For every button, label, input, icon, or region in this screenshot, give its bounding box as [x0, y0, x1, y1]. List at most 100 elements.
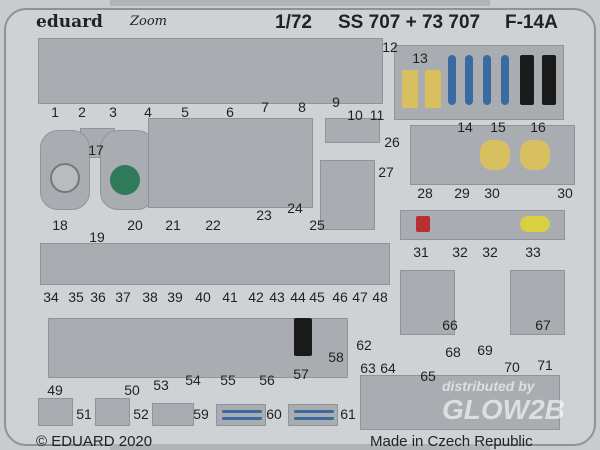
part-number-label: 1 [51, 104, 59, 120]
part-number-label: 50 [124, 382, 140, 398]
part-number-label: 32 [452, 244, 468, 260]
part-number-label: 68 [445, 344, 461, 360]
part-number-label: 30 [484, 185, 500, 201]
part-number-label: 54 [185, 372, 201, 388]
part-51-panel [38, 398, 73, 426]
belt-panel [394, 45, 564, 120]
part-number-label: 52 [133, 406, 149, 422]
part-number-label: 65 [420, 368, 436, 384]
part-number-label: 38 [142, 289, 158, 305]
part-number-label: 24 [287, 200, 303, 216]
part-number-label: 11 [369, 107, 385, 123]
part-number-label: 29 [454, 185, 470, 201]
part-number-label: 55 [220, 372, 236, 388]
part-number-label: 31 [413, 244, 429, 260]
rudder-pedal-part [480, 140, 510, 170]
part-number-label: 28 [417, 185, 433, 201]
product-code: SS 707 + 73 707 [338, 12, 481, 33]
part-67-panel [510, 270, 565, 335]
blue-strip [294, 417, 334, 420]
part-number-label: 15 [490, 119, 506, 135]
round-display-part [50, 163, 80, 193]
part-63-71-panel [360, 375, 560, 430]
yellow-part [520, 216, 550, 232]
belt-blue-part [465, 55, 473, 105]
part-number-label: 22 [205, 217, 221, 233]
part-61-panel [288, 404, 338, 426]
part-number-label: 8 [298, 99, 306, 115]
part-number-label: 51 [76, 406, 92, 422]
part-number-label: 10 [347, 107, 363, 123]
origin-label: Made in Czech Republic [370, 433, 533, 450]
part-number-label: 48 [372, 289, 388, 305]
belt-black-part [542, 55, 556, 105]
part-18-panel [40, 130, 90, 210]
part-number-label: 45 [309, 289, 325, 305]
part-number-label: 20 [127, 217, 143, 233]
part-number-label: 70 [504, 359, 520, 375]
part-number-label: 56 [259, 372, 275, 388]
part-number-label: 3 [109, 104, 117, 120]
copyright: © EDUARD 2020 [36, 433, 153, 450]
part-number-label: 37 [115, 289, 131, 305]
part-number-label: 58 [328, 349, 344, 365]
part-26-panel [325, 118, 380, 143]
blue-strip [222, 410, 262, 413]
belt-blue-part [501, 55, 509, 105]
watermark-line1: distributed by [442, 378, 535, 394]
part-number-label: 36 [90, 289, 106, 305]
part-number-label: 57 [293, 366, 309, 382]
part-number-label: 12 [382, 39, 398, 55]
watermark-line2: GLOW2B [442, 394, 565, 426]
belt-yellow-part [425, 70, 441, 108]
blue-strip [222, 417, 262, 420]
part-number-label: 40 [195, 289, 211, 305]
belt-yellow-part [402, 70, 418, 108]
fret-tab-bottom [110, 444, 490, 450]
fret-tab-top [110, 0, 490, 6]
green-scope-part [110, 165, 140, 195]
part-number-label: 33 [525, 244, 541, 260]
part-number-label: 66 [442, 317, 458, 333]
part-number-label: 71 [537, 357, 553, 373]
part-number-label: 44 [290, 289, 306, 305]
part-number-label: 5 [181, 104, 189, 120]
part-27-panel [320, 160, 375, 230]
part-number-label: 13 [412, 50, 428, 66]
part-number-label: 67 [535, 317, 551, 333]
part-number-label: 14 [457, 119, 473, 135]
part-number-label: 4 [144, 104, 152, 120]
belt-blue-part [483, 55, 491, 105]
part-number-label: 21 [165, 217, 181, 233]
part-number-label: 23 [256, 207, 272, 223]
part-number-label: 26 [384, 134, 400, 150]
part-59-panel [152, 403, 194, 426]
part-number-label: 60 [266, 406, 282, 422]
part-60-panel [216, 404, 266, 426]
gauge-strip-panel [40, 243, 390, 285]
part-number-label: 7 [261, 99, 269, 115]
part-number-label: 32 [482, 244, 498, 260]
part-number-label: 16 [530, 119, 546, 135]
part-52-panel [95, 398, 130, 426]
part-number-label: 19 [89, 229, 105, 245]
belt-blue-part [448, 55, 456, 105]
zoom-logo: Zoom [130, 14, 168, 29]
part-number-label: 9 [332, 94, 340, 110]
rudder-pedal-part [520, 140, 550, 170]
part-number-label: 64 [380, 360, 396, 376]
watermark: distributed by GLOW2B [442, 378, 565, 426]
brand-logo: eduard [36, 12, 103, 32]
part-number-label: 27 [378, 164, 394, 180]
part-number-label: 59 [193, 406, 209, 422]
part-number-label: 6 [226, 104, 234, 120]
part-number-label: 34 [43, 289, 59, 305]
part-number-label: 17 [88, 142, 104, 158]
aircraft-name: F-14A [505, 12, 558, 33]
blue-strip [294, 410, 334, 413]
part-number-label: 43 [269, 289, 285, 305]
red-part [416, 216, 430, 232]
part-number-label: 69 [477, 342, 493, 358]
belt-black-part [520, 55, 534, 105]
part-number-label: 39 [167, 289, 183, 305]
